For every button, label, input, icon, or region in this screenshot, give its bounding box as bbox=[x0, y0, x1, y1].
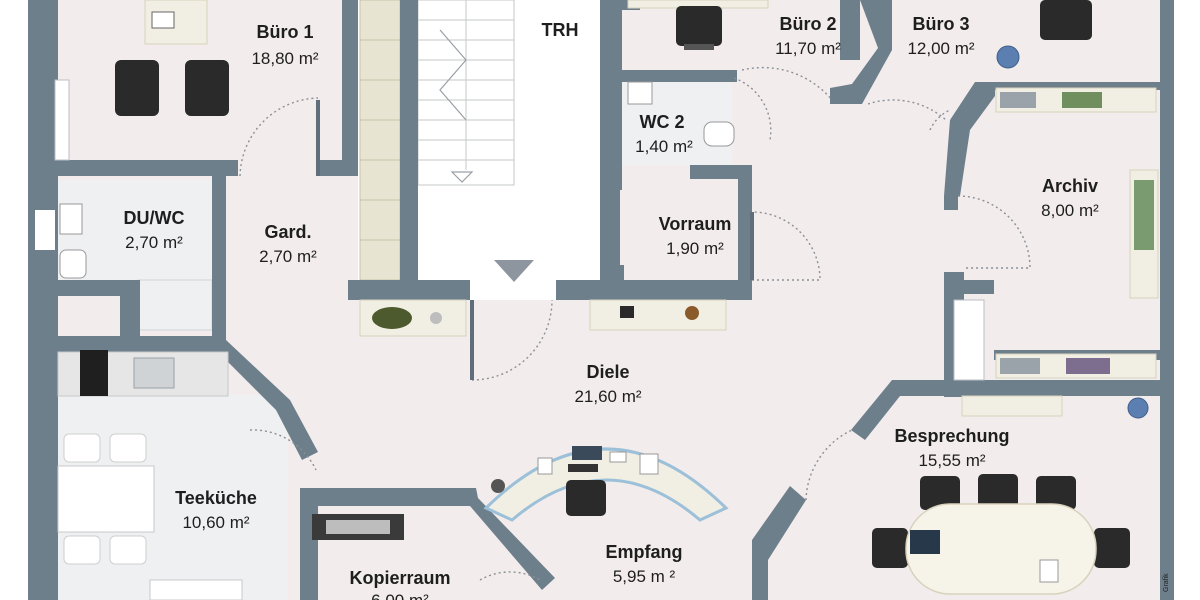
room-area-wc2: 1,40 m² bbox=[635, 137, 693, 156]
kopierraum-copier bbox=[312, 514, 404, 540]
diele-furniture bbox=[359, 299, 727, 337]
buero1-furniture bbox=[54, 0, 229, 161]
label-diele: Diele 21,60 m² bbox=[574, 362, 641, 406]
room-name-besprechung: Besprechung bbox=[894, 426, 1009, 446]
buero2-furniture bbox=[627, 0, 769, 50]
stair-arrow-icon bbox=[494, 260, 534, 282]
room-area-gard: 2,70 m² bbox=[259, 247, 317, 266]
teekueche-furniture bbox=[57, 350, 243, 600]
label-empfang: Empfang 5,95 m ² bbox=[605, 542, 682, 586]
room-name-diele: Diele bbox=[586, 362, 629, 382]
wc2-fixtures bbox=[627, 81, 735, 147]
label-gard: Gard. 2,70 m² bbox=[259, 222, 317, 266]
room-area-duwc: 2,70 m² bbox=[125, 233, 183, 252]
archiv-shelves bbox=[953, 87, 1159, 419]
room-name-gard: Gard. bbox=[264, 222, 311, 242]
duwc-fixtures bbox=[35, 203, 87, 279]
room-area-buero2: 11,70 m² bbox=[775, 39, 841, 58]
room-area-diele: 21,60 m² bbox=[574, 387, 641, 406]
room-area-empfang: 5,95 m ² bbox=[613, 567, 676, 586]
room-name-trh: TRH bbox=[542, 20, 579, 40]
empfang-desk bbox=[483, 446, 729, 522]
room-area-besprechung: 15,55 m² bbox=[918, 451, 985, 470]
room-name-empfang: Empfang bbox=[605, 542, 682, 562]
room-area-buero3: 12,00 m² bbox=[907, 39, 974, 58]
room-area-archiv: 8,00 m² bbox=[1041, 201, 1099, 220]
room-area-buero1: 18,80 m² bbox=[251, 49, 318, 68]
doors bbox=[239, 66, 1031, 581]
room-name-kopierraum: Kopierraum bbox=[349, 568, 450, 588]
label-teekueche: Teeküche 10,60 m² bbox=[175, 488, 257, 532]
room-area-teekueche: 10,60 m² bbox=[182, 513, 249, 532]
label-besprechung: Besprechung 15,55 m² bbox=[894, 426, 1009, 470]
room-area-kopierraum: 6,00 m² bbox=[371, 591, 429, 600]
room-name-duwc: DU/WC bbox=[124, 208, 185, 228]
room-name-vorraum: Vorraum bbox=[659, 214, 732, 234]
room-name-wc2: WC 2 bbox=[640, 112, 685, 132]
label-kopierraum: Kopierraum 6,00 m² bbox=[349, 568, 450, 600]
label-vorraum: Vorraum 1,90 m² bbox=[659, 214, 732, 258]
label-buero3: Büro 3 12,00 m² bbox=[907, 14, 974, 58]
room-area-vorraum: 1,90 m² bbox=[666, 239, 724, 258]
label-wc2: WC 2 1,40 m² bbox=[635, 112, 693, 156]
label-buero1: Büro 1 18,80 m² bbox=[251, 22, 318, 68]
label-buero2: Büro 2 11,70 m² bbox=[775, 14, 841, 58]
buero3-furniture bbox=[996, 0, 1092, 69]
room-name-archiv: Archiv bbox=[1042, 176, 1098, 196]
room-name-buero3: Büro 3 bbox=[912, 14, 969, 34]
label-duwc: DU/WC 2,70 m² bbox=[124, 208, 185, 252]
corner-credit: Grafik bbox=[1163, 573, 1170, 592]
room-name-buero1: Büro 1 bbox=[256, 22, 313, 42]
room-name-buero2: Büro 2 bbox=[779, 14, 836, 34]
label-archiv: Archiv 8,00 m² bbox=[1041, 176, 1099, 220]
room-name-teekueche: Teeküche bbox=[175, 488, 257, 508]
walls bbox=[28, 0, 1174, 600]
besprechung-furniture bbox=[872, 474, 1130, 595]
